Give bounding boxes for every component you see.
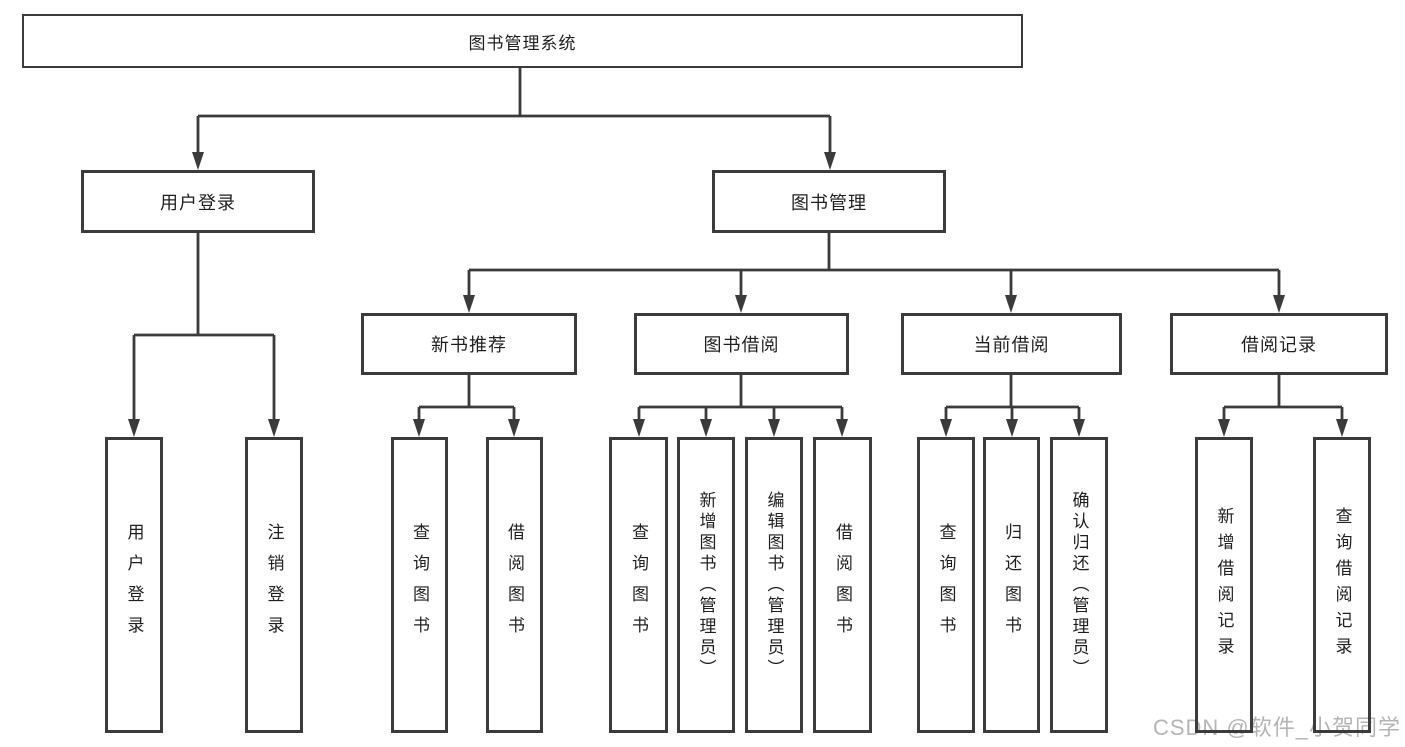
node-book-borrow: 图书借阅 [634, 313, 849, 375]
node-bor-edit: 编辑图书（管理员） [745, 437, 803, 733]
node-bor-add: 新增图书（管理员） [677, 437, 735, 733]
node-login-user: 用户登录 [105, 437, 163, 733]
arrowhead [1273, 295, 1285, 313]
node-cur-return: 归还图书 [983, 437, 1040, 733]
arrowhead [1006, 419, 1018, 437]
node-rcd-query: 查询借阅记录 [1313, 437, 1371, 733]
watermark: CSDN @软件_小贺同学 [1152, 715, 1401, 740]
arrowhead [463, 295, 475, 313]
edges-from-user-login [128, 233, 280, 437]
node-rec-query: 查询图书 [391, 437, 448, 733]
node-user-login: 用户登录 [81, 170, 315, 233]
arrowhead [836, 419, 848, 437]
node-rec-borrow: 借阅图书 [486, 437, 543, 733]
node-root: 图书管理系统 [22, 14, 1023, 68]
arrowhead [700, 419, 712, 437]
node-rcd-add: 新增借阅记录 [1195, 437, 1253, 733]
node-new-book-rec: 新书推荐 [361, 313, 577, 375]
edges-from-current-borrow [940, 375, 1085, 437]
edges-from-new-book-rec [413, 375, 520, 437]
node-borrow-record: 借阅记录 [1170, 313, 1388, 375]
edges-from-book-mgmt [463, 233, 1285, 313]
arrowhead [508, 419, 520, 437]
arrowhead [1218, 419, 1230, 437]
arrowhead [633, 419, 645, 437]
arrowhead [1073, 419, 1085, 437]
node-book-mgmt: 图书管理 [712, 170, 946, 233]
arrowhead [192, 152, 204, 170]
arrowhead [268, 419, 280, 437]
arrowhead [824, 152, 836, 170]
arrowhead [1336, 419, 1348, 437]
node-bor-lend: 借阅图书 [813, 437, 872, 733]
edges-from-book-borrow [633, 375, 848, 437]
node-cur-confirm: 确认归还（管理员） [1050, 437, 1108, 733]
arrowhead [940, 419, 952, 437]
arrowhead [128, 419, 140, 437]
edges-from-borrow-record [1218, 375, 1348, 437]
arrowhead [413, 419, 425, 437]
edges-from-root [192, 68, 836, 170]
node-cur-query: 查询图书 [917, 437, 975, 733]
node-bor-query: 查询图书 [609, 437, 668, 733]
node-current-borrow: 当前借阅 [901, 313, 1122, 375]
arrowhead [735, 295, 747, 313]
arrowhead [1005, 295, 1017, 313]
node-login-logout: 注销登录 [245, 437, 303, 733]
arrowhead [768, 419, 780, 437]
